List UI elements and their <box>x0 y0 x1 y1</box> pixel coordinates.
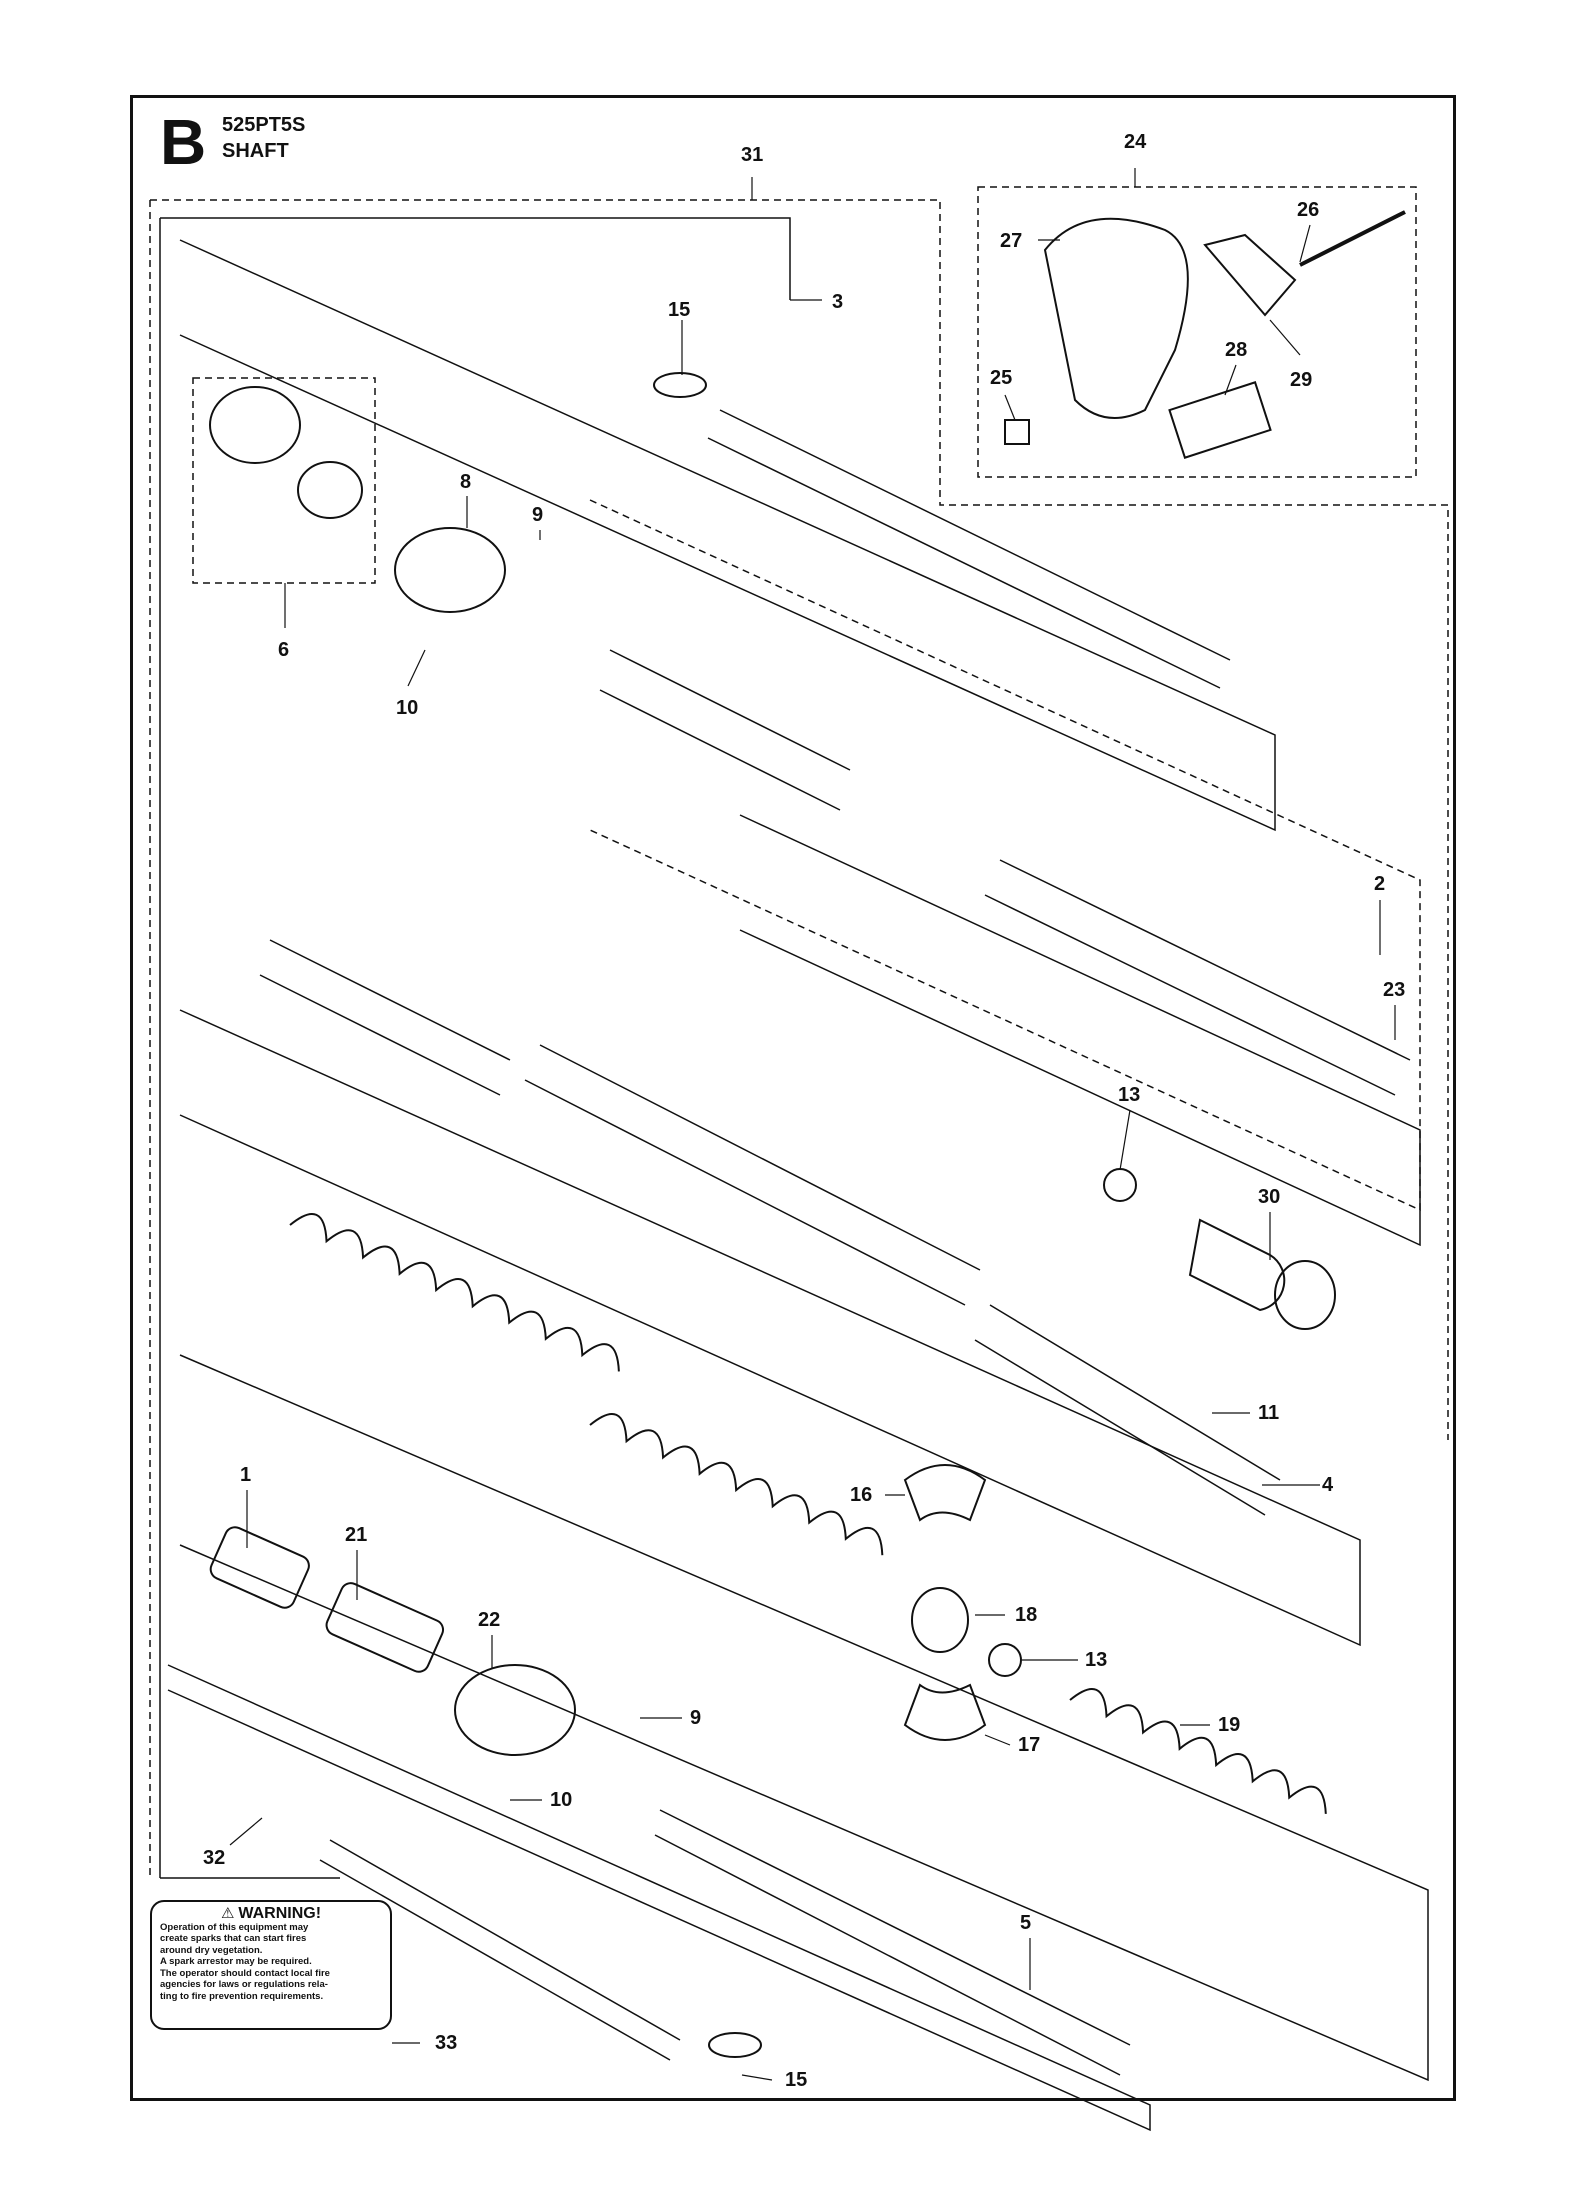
tube-upper-left <box>599 649 851 811</box>
tube-upper-right <box>984 859 1411 1096</box>
callout-25: 25 <box>990 367 1013 389</box>
callout-1: 1 <box>240 1464 252 1486</box>
warning-body: Operation of this equipment may create s… <box>160 1922 382 2003</box>
part-15-plug <box>653 372 707 398</box>
part-1-coupler <box>209 1526 310 1609</box>
part-16-half <box>903 1464 987 1522</box>
callout-23: 23 <box>1383 979 1406 1001</box>
callout-24: 24 <box>1124 131 1147 153</box>
callout-11: 11 <box>1258 1402 1280 1424</box>
group-5-frame <box>179 1354 1429 2082</box>
model-number: 525PT5S <box>222 114 306 136</box>
tube-lower-right <box>524 1044 981 1306</box>
callout-2: 2 <box>1374 873 1386 895</box>
warning-line: A spark arrestor may be required. <box>160 1956 312 1967</box>
callout-29: 29 <box>1290 369 1313 391</box>
callout-13-top: 13 <box>1118 1084 1141 1106</box>
callout-5: 5 <box>1020 1912 1032 1934</box>
part-27-handle <box>1043 217 1189 419</box>
callout-19: 19 <box>1218 1714 1241 1736</box>
callout-4: 4 <box>1322 1474 1334 1496</box>
callout-13-bottom: 13 <box>1085 1649 1108 1671</box>
callout-10-top: 10 <box>396 697 419 719</box>
callout-9-bottom: 9 <box>690 1707 702 1729</box>
group-24-outline <box>977 186 1417 478</box>
callout-8: 8 <box>460 471 472 493</box>
tube-5 <box>654 1809 1131 2076</box>
warning-triangle-icon: ⚠ <box>220 1905 235 1922</box>
callout-9-top: 9 <box>532 504 544 526</box>
callout-27: 27 <box>1000 230 1023 252</box>
part-13b-pin <box>988 1643 1022 1677</box>
warning-line: Operation of this equipment may <box>160 1921 309 1933</box>
callout-26: 26 <box>1297 199 1320 221</box>
callout-22: 22 <box>478 1609 501 1631</box>
part-17-half <box>903 1683 987 1741</box>
part-6-sleeve <box>297 461 363 519</box>
callout-33: 33 <box>435 2032 458 2054</box>
group-3-bracket <box>160 217 791 300</box>
part-29-clamp <box>1203 233 1297 317</box>
part-30-bushing <box>1188 1218 1286 1312</box>
part-8-housing <box>394 527 506 613</box>
callout-6: 6 <box>278 639 290 661</box>
callout-3: 3 <box>832 291 844 313</box>
part-18-bearing <box>911 1587 969 1653</box>
callout-15-bottom: 15 <box>785 2069 808 2091</box>
group-6-outline <box>192 377 376 584</box>
part-25-nut <box>1004 419 1030 445</box>
callout-18: 18 <box>1015 1604 1038 1626</box>
warning-label: ⚠WARNING! Operation of this equipment ma… <box>150 1900 392 2030</box>
group-3-frame <box>179 239 1276 832</box>
tube-grip-right <box>974 1304 1281 1516</box>
callout-30: 30 <box>1258 1186 1281 1208</box>
spring-lower <box>589 1413 884 1556</box>
callout-16: 16 <box>850 1484 873 1506</box>
part-28-pad <box>1168 381 1272 459</box>
callout-21: 21 <box>345 1524 368 1546</box>
group-2-frame <box>589 499 1421 1212</box>
warning-line: around dry vegetation. <box>160 1944 263 1956</box>
warning-heading: ⚠WARNING! <box>160 1905 382 1922</box>
section-letter: B <box>160 106 207 178</box>
group-32-frame <box>167 1664 1151 2132</box>
part-30-end <box>1274 1260 1336 1330</box>
warning-line: create sparks that can start fires <box>160 1933 307 1944</box>
group-4-frame <box>179 1009 1361 1647</box>
callout-31: 31 <box>741 144 764 166</box>
tube-32 <box>319 1839 681 2061</box>
spring-upper <box>289 1213 620 1372</box>
part-22-housing <box>454 1664 576 1756</box>
spring-19 <box>1069 1688 1327 1814</box>
callout-32: 32 <box>203 1847 226 1869</box>
callout-15-top: 15 <box>668 299 691 321</box>
page-title: SHAFT <box>222 140 289 162</box>
drawing-frame <box>130 95 1456 2101</box>
part-15b-plug <box>708 2032 762 2058</box>
part-6-nut <box>209 386 301 464</box>
tube-lower-left <box>259 939 511 1096</box>
part-21-tube <box>325 1582 445 1673</box>
callout-17: 17 <box>1018 1734 1041 1756</box>
callout-28: 28 <box>1225 339 1248 361</box>
tube-3 <box>707 409 1231 689</box>
group-2-inner-frame <box>739 814 1421 1247</box>
callout-10-bottom: 10 <box>550 1789 573 1811</box>
part-26-bolt <box>1299 210 1406 267</box>
group-31-outline <box>150 199 1449 1440</box>
warning-line: The operator should contact local fire <box>160 1967 330 1979</box>
warning-line: ting to fire prevention requirements. <box>160 1990 324 2002</box>
warning-heading-text: WARNING! <box>238 1905 322 1922</box>
warning-line: agencies for laws or regulations rela- <box>160 1979 328 1990</box>
